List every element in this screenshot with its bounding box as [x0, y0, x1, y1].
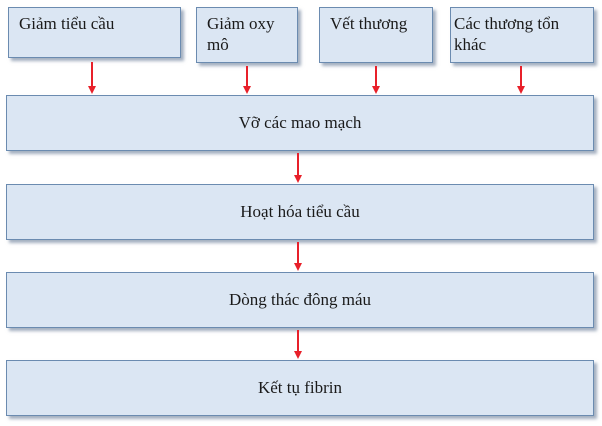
cause-box-other-injuries: Các thương tổn khác	[450, 7, 594, 63]
step-box-coagulation-cascade: Dòng thác đông máu	[6, 272, 594, 328]
step-label: Vỡ các mao mạch	[238, 113, 362, 133]
cause-box-thrombocytopenia: Giảm tiểu cầu	[8, 7, 181, 58]
cause-label: Các thương tổn khác	[454, 14, 560, 55]
step-box-capillary-rupture: Vỡ các mao mạch	[6, 95, 594, 151]
cause-label: Vết thương	[330, 14, 408, 33]
step-box-fibrin-aggregation: Kết tụ fibrin	[6, 360, 594, 416]
step-label: Hoạt hóa tiểu cầu	[240, 202, 360, 222]
cause-box-tissue-hypoxia: Giảm oxy mô	[196, 7, 298, 63]
cause-label: Giảm oxy mô	[207, 14, 275, 55]
step-label: Kết tụ fibrin	[257, 378, 343, 398]
step-box-platelet-activation: Hoạt hóa tiểu cầu	[6, 184, 594, 240]
cause-label: Giảm tiểu cầu	[19, 14, 115, 33]
cause-box-wound: Vết thương	[319, 7, 433, 63]
step-label: Dòng thác đông máu	[228, 290, 372, 310]
